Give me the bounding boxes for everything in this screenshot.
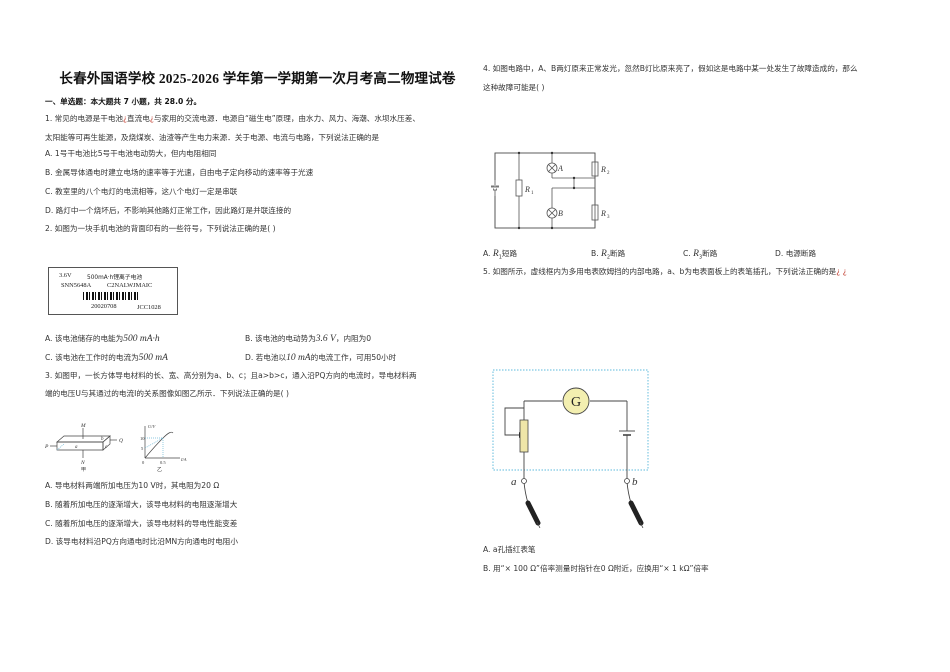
- q1-option-b: B. 金属导体通电时建立电场的速率等于光速，自由电子定向移动的速率等于光速: [45, 168, 314, 177]
- q2-option-c: C. 该电池在工作时的电流为500 mA: [45, 353, 168, 363]
- q3-figure: P Q M N a b c 甲 U/V I/A 10 5 0 0.5 乙: [45, 423, 187, 473]
- q4-option-a: A. R1短路: [483, 249, 518, 261]
- svg-text:c: c: [105, 445, 108, 450]
- q3-stem-line1: 3. 如图甲，一长方体导电材料的长、宽、高分别为a、b、c；且a>b>c，通入沿…: [45, 371, 417, 380]
- svg-text:A: A: [557, 164, 563, 173]
- probe-b: [628, 500, 644, 526]
- battery-label-figure: 3.6V 500mA·h锂离子电池 SNN5648A C2NALWJMAIC 2…: [48, 267, 178, 315]
- q2-stem: 2. 如图为一块手机电池的背面印有的一些符号，下列说法正确的是( ): [45, 224, 276, 233]
- q4-circuit-figure: R 1 A R 2 B R 3: [491, 151, 610, 230]
- svg-text:甲: 甲: [81, 467, 86, 473]
- svg-text:M: M: [80, 423, 86, 429]
- ui-graph: [144, 426, 180, 459]
- rheostat: [519, 419, 529, 453]
- svg-text:U/V: U/V: [148, 424, 157, 429]
- svg-text:R: R: [524, 185, 530, 194]
- svg-text:b: b: [101, 437, 104, 442]
- q5-ohmmeter-circuit: G a b: [492, 369, 649, 528]
- svg-text:G: G: [571, 395, 581, 410]
- cuboid-diagram: [50, 428, 117, 458]
- q3-stem-line2: 端的电压U与其通过的电流I的关系图像如图乙所示．下列说法正确的是( ): [45, 389, 289, 398]
- svg-text:R: R: [600, 165, 606, 174]
- svg-text:a: a: [75, 445, 78, 450]
- q4-stem-line1: 4. 如图电路中，A、B两灯原来正常发光，忽然B灯比原来亮了，假如这是电路中某一…: [483, 64, 858, 73]
- galvanometer: [562, 387, 590, 415]
- svg-text:Q: Q: [119, 438, 123, 444]
- q1-stem-line1: 1. 常见的电源是干电池¿直流电¿与家用的交流电源．电源自“磁生电”原理，由水力…: [45, 114, 420, 123]
- q5-stem: 5. 如图所示，虚线框内为多用电表欧姆挡的内部电路，a、b为电表面板上的表笔插孔…: [483, 267, 847, 276]
- svg-text:1: 1: [531, 191, 534, 196]
- q1-option-c: C. 教室里的八个电灯的电流相等，这八个电灯一定是串联: [45, 187, 238, 196]
- q4-option-b: B. R2断路: [591, 249, 626, 261]
- barcode: [83, 292, 139, 300]
- q4-stem-line2: 这种故障可能是( ): [483, 83, 545, 92]
- q1-option-d: D. 路灯中一个烧坏后，不影响其他路灯正常工作，因此路灯是并联连接的: [45, 206, 292, 215]
- svg-text:N: N: [80, 460, 85, 466]
- svg-text:0.5: 0.5: [160, 460, 166, 465]
- q5-option-b: B. 用“× 100 Ω”倍率测量时指针在0 Ω附近，应换用“× 1 kΩ”倍率: [483, 564, 709, 573]
- svg-text:I/A: I/A: [180, 457, 187, 462]
- q1-option-a: A. 1号干电池比5号干电池电动势大，但内电阻相同: [45, 149, 217, 158]
- svg-text:3: 3: [607, 215, 610, 220]
- probe-a: [525, 500, 541, 526]
- section-heading: 一、单选题：本大题共 7 小题，共 28.0 分。: [45, 97, 202, 106]
- dashed-box: [492, 369, 649, 471]
- svg-text:0: 0: [142, 460, 145, 465]
- q3-option-d: D. 该导电材料沿PQ方向通电时比沿MN方向通电时电阻小: [45, 537, 238, 546]
- page-title: 长春外国语学校 2025-2026 学年第一学期第一次月考高二物理试卷: [59, 71, 456, 86]
- q4-option-c: C. R3断路: [683, 249, 718, 261]
- q5-option-a: A. a孔插红表笔: [483, 545, 536, 554]
- q2-option-d: D. 若电池以10 mA的电流工作，可用50小时: [245, 353, 397, 363]
- svg-text:P: P: [45, 444, 49, 450]
- svg-text:乙: 乙: [157, 466, 162, 473]
- svg-text:B: B: [558, 209, 563, 218]
- svg-text:R: R: [600, 209, 606, 218]
- q3-option-b: B. 随着所加电压的逐渐增大，该导电材料的电阻逐渐增大: [45, 500, 238, 509]
- svg-text:5: 5: [141, 446, 144, 451]
- svg-text:b: b: [632, 476, 638, 488]
- q3-option-c: C. 随着所加电压的逐渐增大，该导电材料的导电性能变差: [45, 519, 238, 528]
- svg-text:10: 10: [140, 436, 145, 441]
- svg-text:2: 2: [607, 171, 610, 176]
- q3-option-a: A. 导电材料两端所加电压为10 V时，其电阻为20 Ω: [45, 481, 220, 490]
- svg-text:a: a: [511, 476, 517, 488]
- q2-option-a: A. 该电池储存的电能为500 mA·h: [45, 334, 160, 344]
- q2-option-b: B. 该电池的电动势为3.6 V，内阻为0: [245, 334, 372, 344]
- q1-stem-line2: 太阳能等可再生能源，及烧煤炭、油渣等产生电力来源．关于电源、电流与电路，下列说法…: [45, 133, 380, 142]
- q4-option-d: D. 电源断路: [775, 249, 817, 258]
